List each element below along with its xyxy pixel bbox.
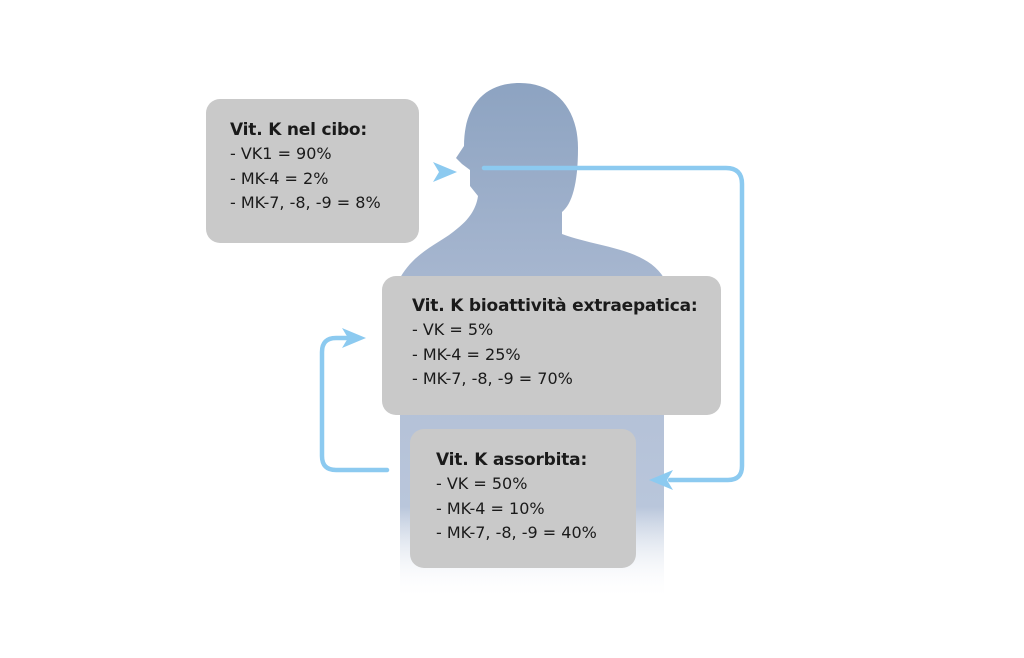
- food-vitamin-k-box: Vit. K nel cibo: - VK1 = 90% - MK-4 = 2%…: [206, 99, 419, 243]
- arrow-icon: [342, 328, 366, 348]
- list-item: - MK-7, -8, -9 = 8%: [230, 193, 381, 212]
- arrow-icon: [649, 470, 673, 490]
- list-item: - VK1 = 90%: [230, 144, 332, 163]
- list-item: - MK-4 = 10%: [436, 498, 545, 518]
- extrahepatic-bioactivity-box: Vit. K bioattività extraepatica: - VK = …: [382, 276, 721, 415]
- arrow-absorbed-to-extrahepatic: [319, 335, 390, 473]
- list-item: - VK = 50%: [436, 474, 528, 493]
- arrow-food-to-absorbed: [481, 165, 745, 483]
- list-item: - MK-7, -8, -9 = 70%: [412, 369, 573, 388]
- arrow-icon: [433, 162, 457, 182]
- list-item: - VK = 5%: [412, 320, 494, 339]
- list-item: - MK-4 = 2%: [230, 168, 329, 188]
- box-title: Vit. K assorbita:: [436, 450, 588, 470]
- box-title: Vit. K nel cibo:: [230, 120, 368, 140]
- list-item: - MK-7, -8, -9 = 40%: [436, 523, 597, 542]
- list-item: - MK-4 = 25%: [412, 344, 521, 364]
- box-title: Vit. K bioattività extraepatica:: [412, 296, 698, 316]
- absorbed-vitamin-k-box: Vit. K assorbita: - VK = 50% - MK-4 = 10…: [410, 429, 636, 568]
